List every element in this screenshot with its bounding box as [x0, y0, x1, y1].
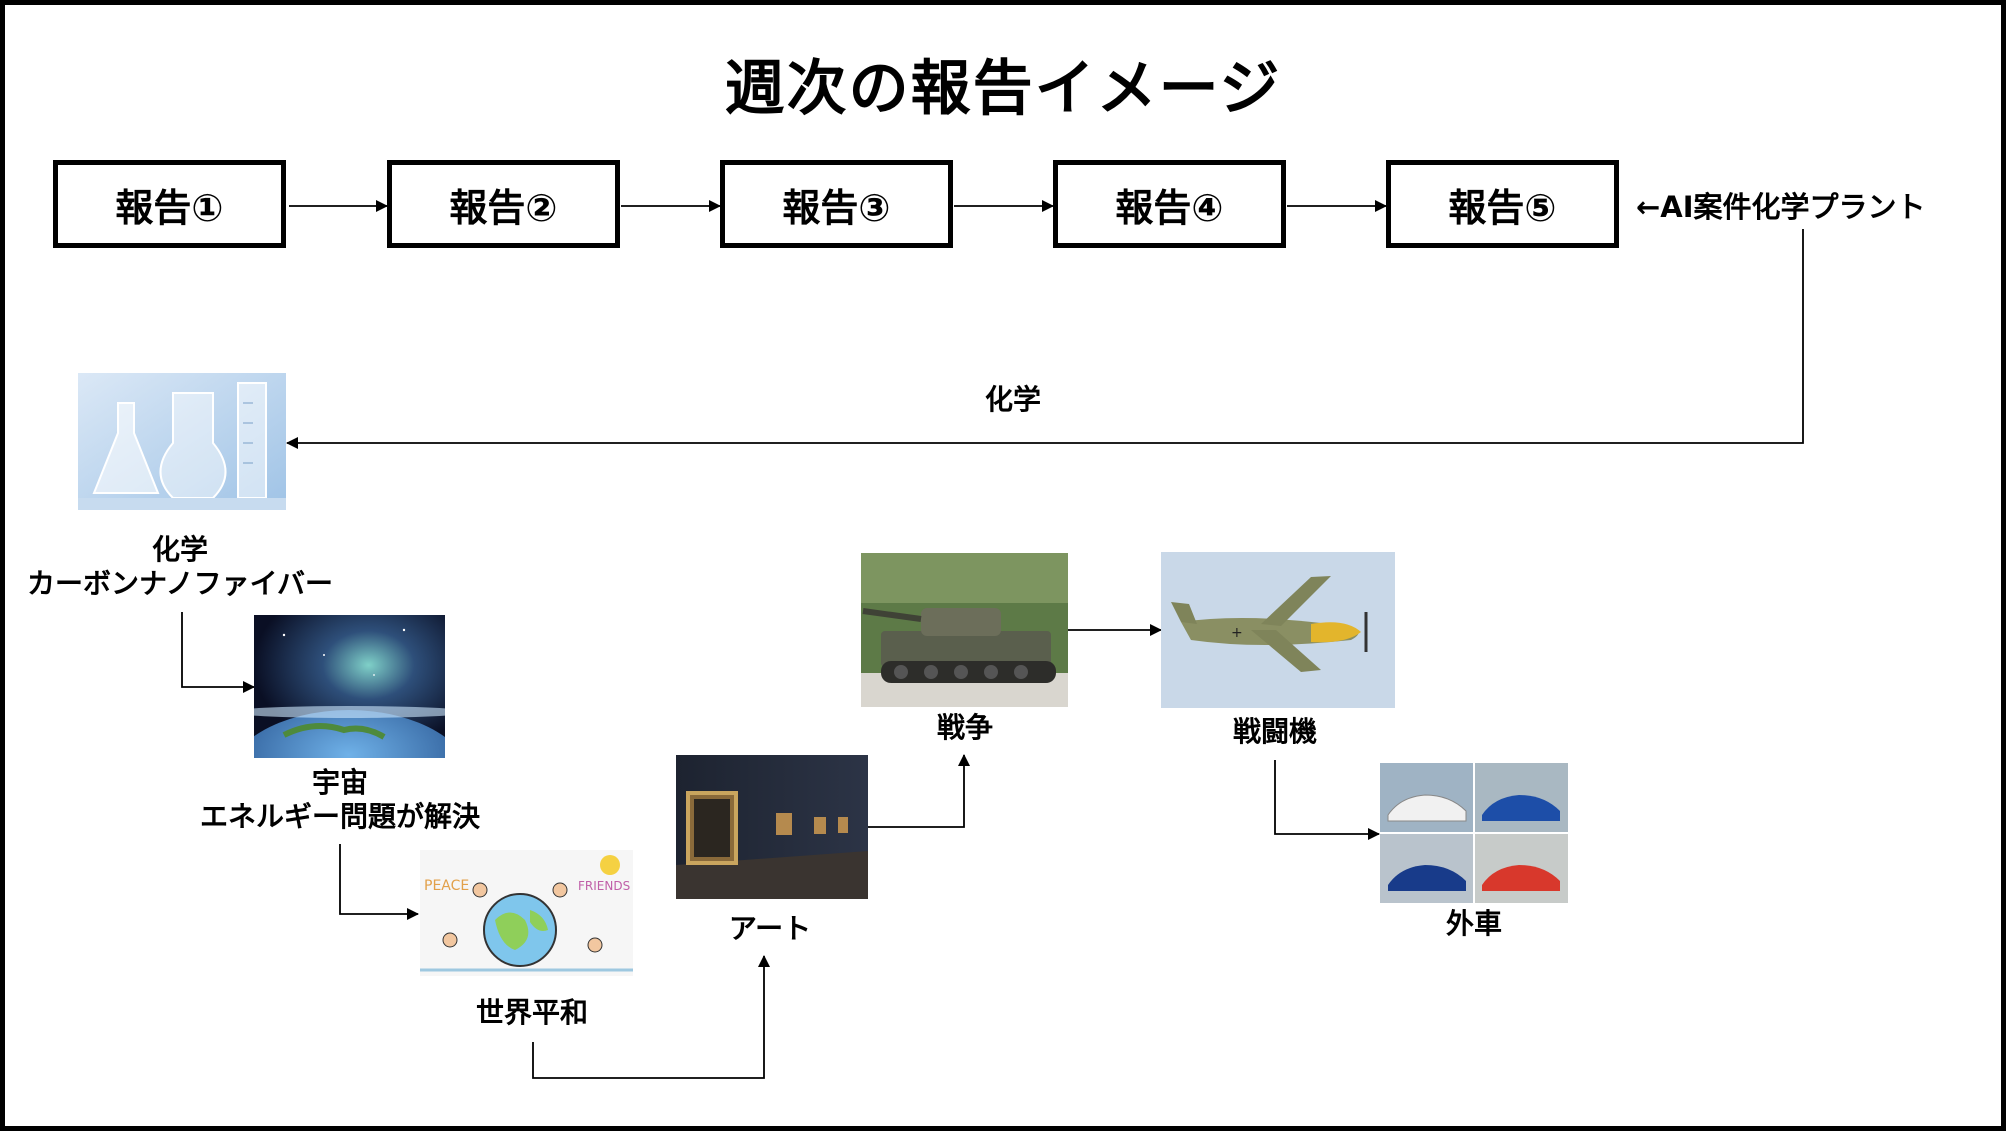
war-caption: 戦争 — [890, 711, 1040, 745]
space-caption: 宇宙 エネルギー問題が解決 — [175, 766, 505, 834]
war-caption-title: 戦争 — [936, 711, 993, 744]
art-gallery-icon — [676, 755, 868, 899]
arrow-space-to-peace — [339, 844, 419, 920]
chemistry-caption-title: 化学 — [151, 533, 208, 566]
fighter-plane-image: + — [1161, 552, 1395, 708]
earth-from-space-icon — [254, 615, 445, 758]
report-box-4: 報告④ — [1053, 160, 1286, 248]
cars-caption-title: 外車 — [1445, 907, 1502, 940]
peace-drawing-text: PEACE — [424, 878, 469, 894]
tank-image — [861, 553, 1068, 707]
report-label-2: 報告② — [449, 185, 558, 230]
chemistry-caption-sub: カーボンナノファイバー — [26, 567, 334, 600]
tank-icon — [861, 553, 1068, 707]
report-label-1: 報告① — [115, 185, 224, 230]
page-title: 週次の報告イメージ — [724, 54, 1282, 124]
svg-text:+: + — [1231, 625, 1243, 641]
art-caption: アート — [695, 912, 845, 946]
peace-friends-image: PEACE FRIENDS — [420, 850, 633, 976]
arrow-plant-to-chemistry — [286, 229, 1804, 449]
foreign-cars-image — [1380, 763, 1568, 903]
foreign-cars-icon — [1380, 763, 1568, 903]
earth-space-image — [254, 615, 445, 758]
report-label-5: 報告⑤ — [1448, 185, 1557, 230]
lab-glassware-icon — [78, 373, 286, 510]
fighter-plane-icon: + — [1161, 552, 1395, 708]
chemistry-caption: 化学 カーボンナノファイバー — [20, 533, 340, 601]
ai-plant-note: ←AI案件化学プラント — [1636, 190, 1926, 224]
peace-friends-drawing-icon: PEACE FRIENDS — [420, 850, 633, 976]
arrow-chemistry-to-space — [181, 612, 255, 693]
art-gallery-image — [676, 755, 868, 899]
friends-drawing-text: FRIENDS — [578, 879, 630, 893]
arrow-peace-to-art — [532, 955, 770, 1079]
peace-caption: 世界平和 — [427, 996, 637, 1030]
arrow-art-to-war — [868, 754, 970, 828]
report-box-2: 報告② — [387, 160, 620, 248]
lab-glassware-image — [78, 373, 286, 510]
art-caption-title: アート — [728, 912, 812, 945]
report-label-3: 報告③ — [782, 185, 891, 230]
cars-caption: 外車 — [1399, 907, 1549, 941]
chemistry-edge-label: 化学 — [985, 383, 1042, 416]
space-caption-sub: エネルギー問題が解決 — [199, 800, 480, 833]
peace-caption-title: 世界平和 — [475, 996, 588, 1029]
arrow-fighter-to-cars — [1274, 760, 1380, 840]
space-caption-title: 宇宙 — [311, 766, 368, 799]
report-label-4: 報告④ — [1115, 185, 1224, 230]
report-box-3: 報告③ — [720, 160, 953, 248]
report-box-1: 報告① — [53, 160, 286, 248]
report-box-5: 報告⑤ — [1386, 160, 1619, 248]
fighter-caption-title: 戦闘機 — [1232, 715, 1317, 748]
fighter-caption: 戦闘機 — [1185, 715, 1365, 749]
